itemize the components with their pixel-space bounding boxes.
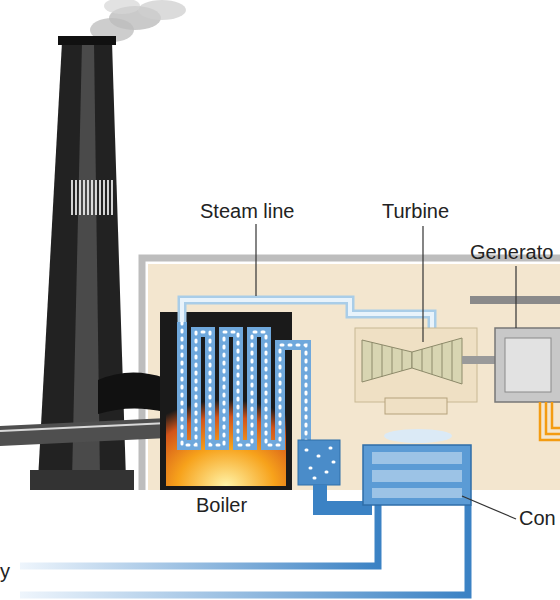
leader-line: [515, 266, 516, 328]
leader-line: [462, 496, 516, 519]
chimney-base: [30, 470, 134, 490]
turbine-blades: [372, 341, 452, 381]
water-tank: [298, 440, 340, 485]
condenser-tubes: [372, 470, 462, 482]
turbine-housing: [355, 328, 477, 402]
tank-bubbles: [306, 448, 334, 478]
coal-conveyor: [0, 418, 168, 446]
chimney: [38, 42, 126, 480]
turbine-rotor: [362, 340, 412, 382]
cooling-water-pipe: [20, 505, 468, 595]
chimney-highlight: [72, 42, 100, 480]
power-wires: [540, 402, 560, 440]
flue-duct: [98, 372, 165, 414]
part-label: Generato: [470, 241, 553, 263]
boiler-tubes: [182, 322, 306, 448]
leader-line: [255, 224, 256, 296]
conveyor-highlight: [0, 423, 168, 431]
generator: [495, 328, 560, 402]
roof-beam: [470, 296, 560, 304]
condenser-tubes: [372, 488, 462, 498]
smoke: [138, 0, 186, 20]
turbine-shaft: [462, 356, 496, 364]
turbine-base: [385, 398, 447, 414]
turbine-rotor: [412, 338, 462, 384]
leader-line: [422, 226, 423, 342]
part-label: y: [0, 560, 10, 582]
part-label: Turbine: [382, 200, 449, 222]
condenser-tubes: [372, 452, 462, 464]
smoke: [104, 0, 140, 14]
boiler-bubbles: [182, 322, 306, 448]
part-label: Steam line: [200, 200, 295, 222]
part-label: Con: [519, 507, 556, 529]
condenser: [363, 445, 471, 505]
chimney-vents: [72, 180, 112, 215]
part-label: Boiler: [196, 494, 247, 516]
generator-core: [505, 338, 551, 392]
chimney-rim: [58, 36, 116, 45]
exhaust-steam: [384, 429, 452, 443]
